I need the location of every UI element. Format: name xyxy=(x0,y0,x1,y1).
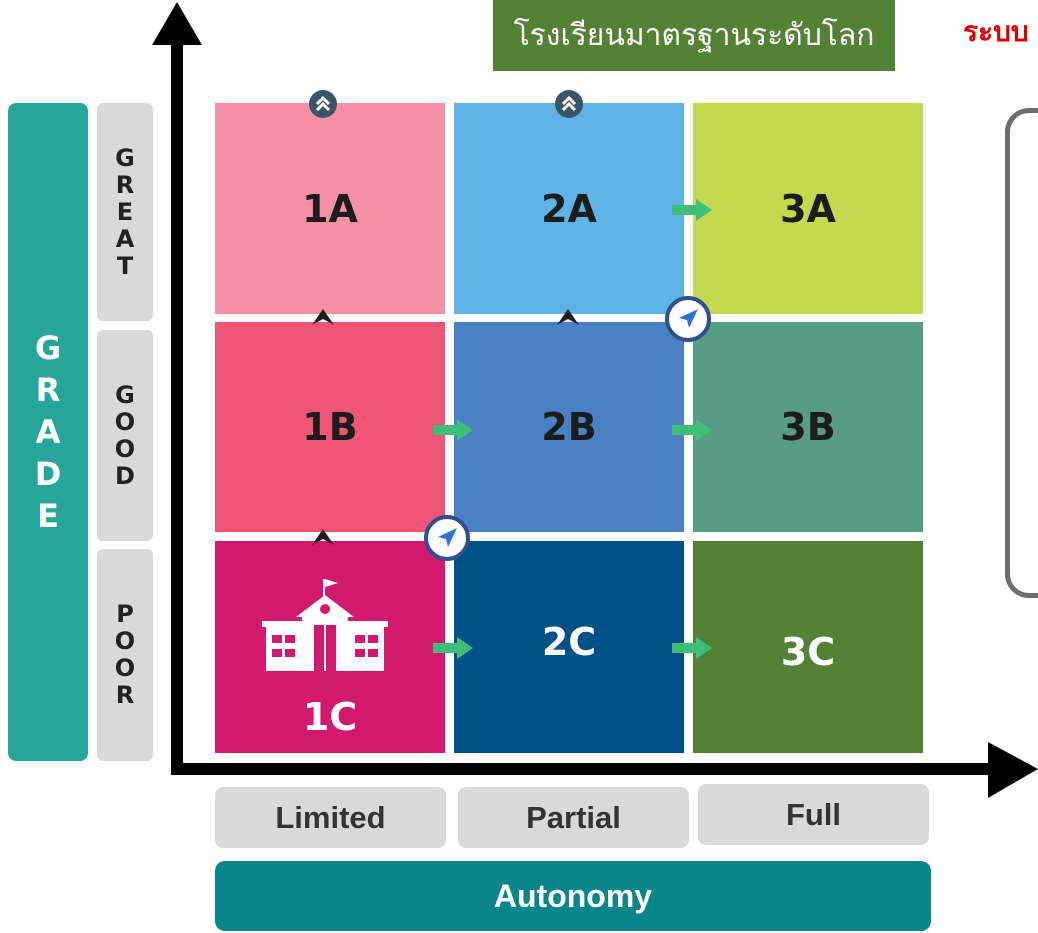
navigation-icon xyxy=(665,296,711,342)
cell-1c-label: 1C xyxy=(302,695,358,739)
x-level-full-text: Full xyxy=(785,796,842,832)
cell-3a: 3A xyxy=(693,103,923,314)
school-building-icon xyxy=(262,579,388,671)
x-level-limited-text: Limited xyxy=(275,799,386,835)
level-good: GOOD xyxy=(97,330,153,541)
chevron-up-icon xyxy=(312,309,334,325)
corner-text: ระบบ xyxy=(963,15,1029,48)
navigation-icon xyxy=(424,515,470,561)
double-chevron-up-icon xyxy=(309,90,337,118)
x-level-partial-text: Partial xyxy=(526,799,621,835)
level-poor-text: POOR xyxy=(114,600,136,709)
cell-2c: 2C xyxy=(454,541,684,753)
double-chevron-up-icon xyxy=(555,90,583,118)
cell-2a-label: 2A xyxy=(541,186,597,231)
right-arrow-icon xyxy=(672,637,712,659)
right-arrow-icon xyxy=(433,637,473,659)
level-poor: POOR xyxy=(97,549,153,761)
cell-1a-label: 1A xyxy=(302,186,358,231)
cell-1a: 1A xyxy=(215,103,445,314)
level-great-text: GREAT xyxy=(115,143,135,280)
autonomy-axis-title-text: Autonomy xyxy=(493,877,653,914)
right-arrow-icon xyxy=(672,419,712,441)
right-arrow-icon xyxy=(672,199,712,221)
side-panel xyxy=(1005,108,1038,598)
x-axis-arrowhead xyxy=(988,742,1038,798)
level-good-text: GOOD xyxy=(114,380,136,490)
cell-2b-label: 2B xyxy=(541,405,597,449)
chevron-up-icon xyxy=(312,529,334,545)
cell-1b-label: 1B xyxy=(302,405,358,449)
cell-3c-label: 3C xyxy=(780,630,836,674)
cell-3b: 3B xyxy=(693,322,923,532)
cell-1b: 1B xyxy=(215,322,445,532)
right-arrow-icon xyxy=(433,419,473,441)
autonomy-axis-title: Autonomy xyxy=(215,861,931,931)
banner-text: โรงเรียนมาตรฐานระดับโลก xyxy=(513,18,875,53)
cell-2b: 2B xyxy=(454,322,684,532)
x-level-limited: Limited xyxy=(215,787,446,848)
cell-3c: 3C xyxy=(693,541,923,753)
chevron-up-icon xyxy=(557,309,579,325)
grade-axis-title-text: GRADE xyxy=(34,329,62,535)
cell-3a-label: 3A xyxy=(780,186,836,231)
cell-3b-label: 3B xyxy=(780,405,836,449)
x-level-full: Full xyxy=(698,784,929,845)
grade-axis-title: GRADE xyxy=(8,103,88,761)
cell-2a: 2A xyxy=(454,103,684,314)
level-great: GREAT xyxy=(97,103,153,321)
cell-2c-label: 2C xyxy=(541,620,597,664)
world-class-school-banner: โรงเรียนมาตรฐานระดับโลก xyxy=(493,0,895,71)
y-axis-arrowhead xyxy=(152,2,202,45)
x-level-partial: Partial xyxy=(458,787,689,848)
